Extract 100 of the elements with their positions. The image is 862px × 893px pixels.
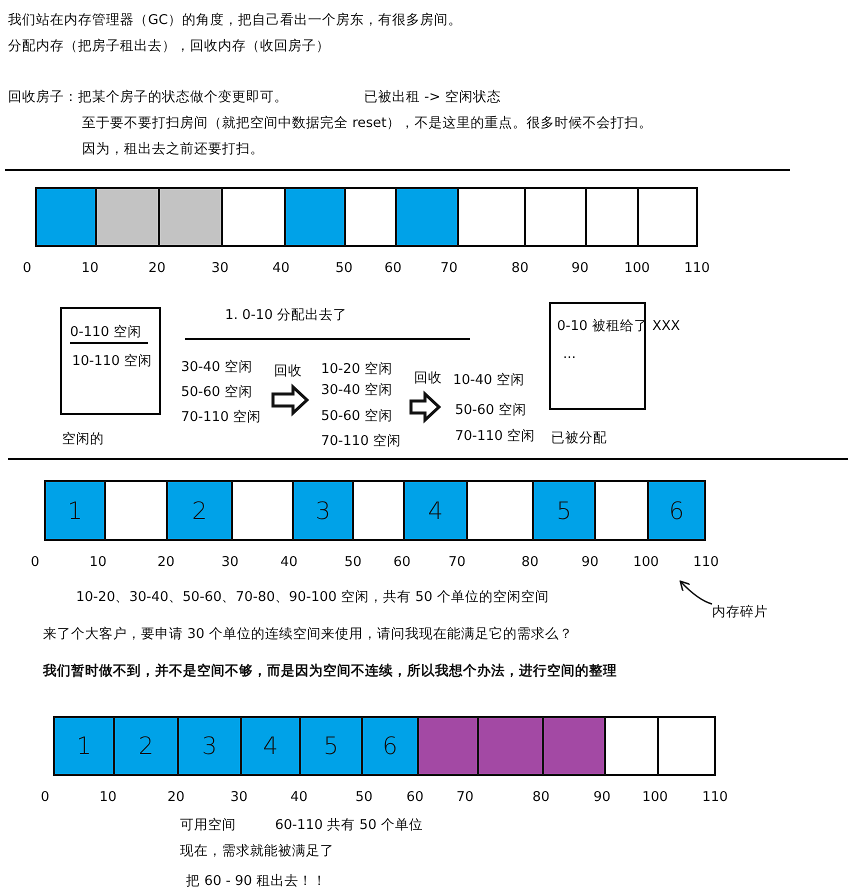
list-item: 50-60 空闲 bbox=[321, 407, 393, 426]
note-text: 至于要不要打扫房间（就把空间中数据完全 reset），不是这里的重点。很多时候不会打扫。 bbox=[82, 114, 652, 133]
used-memory-cell bbox=[647, 480, 706, 541]
tick-label: 60 bbox=[393, 553, 411, 572]
free-memory-cell bbox=[637, 187, 698, 247]
used-memory-cell bbox=[395, 187, 459, 247]
tick-label: 0 bbox=[40, 788, 50, 807]
used-memory-cell bbox=[403, 480, 468, 541]
tick-label: 10 bbox=[81, 259, 99, 278]
note-text: 分配内存（把房子租出去），回收内存（收回房子） bbox=[8, 37, 330, 56]
used-memory-cell bbox=[240, 716, 301, 776]
free-memory-cell bbox=[604, 716, 659, 776]
tick-label: 40 bbox=[272, 259, 290, 278]
cell-number: 6 bbox=[381, 731, 399, 761]
cell-number: 4 bbox=[262, 731, 280, 761]
note-text: 可用空间 bbox=[180, 816, 236, 835]
allocated-memory-cell bbox=[477, 716, 544, 776]
note-text: 10-20、30-40、50-60、70-80、90-100 空闲，共有 50 个单位的空闲空间 bbox=[76, 588, 549, 607]
card-text: 0-110 空闲 bbox=[70, 322, 148, 344]
cell-number: 3 bbox=[314, 496, 332, 526]
tick-label: 20 bbox=[167, 788, 185, 807]
cell-number: 3 bbox=[200, 731, 218, 761]
note-text: 回收房子：把某个房子的状态做个变更即可。 bbox=[8, 88, 288, 107]
cell-number: 5 bbox=[322, 731, 340, 761]
tick-label: 90 bbox=[571, 259, 589, 278]
card-text: ... bbox=[563, 345, 576, 364]
tick-label: 30 bbox=[230, 788, 248, 807]
used-memory-cell bbox=[166, 480, 233, 541]
leader-arrow bbox=[680, 580, 712, 605]
list-item: 70-110 空闲 bbox=[181, 408, 262, 427]
note-text: 60-110 共有 50 个单位 bbox=[275, 816, 423, 835]
tick-label: 80 bbox=[521, 553, 539, 572]
freed-memory-cell bbox=[158, 187, 223, 247]
used-memory-cell bbox=[44, 480, 106, 541]
used-memory-cell bbox=[113, 716, 179, 776]
tick-label: 100 bbox=[633, 553, 659, 572]
callout-text: 内存碎片 bbox=[712, 603, 768, 622]
used-memory-cell bbox=[284, 187, 346, 247]
used-memory-cell bbox=[35, 187, 97, 247]
used-memory-cell bbox=[532, 480, 596, 541]
used-memory-cell bbox=[292, 480, 354, 541]
note-text: 1. 0-10 分配出去了 bbox=[225, 306, 348, 325]
cell-number: 1 bbox=[66, 496, 84, 526]
list-item: 30-40 空闲 bbox=[181, 358, 253, 377]
free-memory-cell bbox=[524, 187, 587, 247]
list-item: 10-40 空闲 bbox=[453, 371, 525, 390]
tick-label: 50 bbox=[335, 259, 353, 278]
tick-label: 110 bbox=[693, 553, 719, 572]
list-item: 50-60 空闲 bbox=[455, 401, 527, 420]
tick-label: 30 bbox=[221, 553, 239, 572]
caption-text: 空闲的 bbox=[62, 430, 104, 449]
free-memory-cell bbox=[457, 187, 526, 247]
list-item: 10-20 空闲 bbox=[321, 360, 393, 379]
tick-label: 0 bbox=[22, 259, 32, 278]
card-text: 10-110 空闲 bbox=[72, 352, 152, 371]
tick-label: 80 bbox=[511, 259, 529, 278]
tick-label: 70 bbox=[448, 553, 466, 572]
tick-label: 60 bbox=[384, 259, 402, 278]
allocated-memory-cell bbox=[417, 716, 479, 776]
used-memory-cell bbox=[177, 716, 242, 776]
freed-memory-cell bbox=[95, 187, 160, 247]
used-memory-cell bbox=[361, 716, 419, 776]
tick-label: 90 bbox=[593, 788, 611, 807]
note-text: 现在，需求就能被满足了 bbox=[180, 842, 334, 861]
tick-label: 70 bbox=[456, 788, 474, 807]
tick-label: 60 bbox=[406, 788, 424, 807]
tick-label: 40 bbox=[290, 788, 308, 807]
used-memory-cell bbox=[299, 716, 363, 776]
tick-label: 50 bbox=[355, 788, 373, 807]
tick-label: 0 bbox=[30, 553, 40, 572]
hollow-arrow bbox=[272, 384, 310, 416]
list-item: 30-40 空闲 bbox=[321, 381, 393, 400]
note-text: 因为，租出去之前还要打扫。 bbox=[82, 140, 264, 159]
cell-number: 6 bbox=[668, 496, 686, 526]
tick-label: 70 bbox=[440, 259, 458, 278]
cell-number: 1 bbox=[75, 731, 93, 761]
cell-number: 2 bbox=[190, 496, 208, 526]
hollow-arrow bbox=[410, 390, 442, 424]
caption-text: 已被分配 bbox=[551, 429, 607, 448]
list-item: 70-110 空闲 bbox=[455, 427, 536, 446]
tick-label: 50 bbox=[344, 553, 362, 572]
tick-label: 20 bbox=[148, 259, 166, 278]
tick-label: 30 bbox=[211, 259, 229, 278]
tick-label: 80 bbox=[532, 788, 550, 807]
tick-label: 10 bbox=[99, 788, 117, 807]
tick-label: 110 bbox=[684, 259, 710, 278]
note-text: 我们暂时做不到，并不是空间不够，而是因为空间不连续，所以我想个办法，进行空间的整理 bbox=[43, 662, 617, 681]
cell-number: 4 bbox=[426, 496, 444, 526]
tick-label: 20 bbox=[157, 553, 175, 572]
note-text: 来了个大客户，要申请 30 个单位的连续空间来使用，请问我现在能满足它的需求么？ bbox=[43, 625, 573, 644]
tick-label: 90 bbox=[581, 553, 599, 572]
free-memory-cell bbox=[585, 187, 639, 247]
cell-number: 2 bbox=[137, 731, 155, 761]
allocated-memory-cell bbox=[542, 716, 606, 776]
note-text: 把 60 - 90 租出去！！ bbox=[186, 872, 326, 891]
tick-label: 100 bbox=[642, 788, 668, 807]
note-text: 我们站在内存管理器（GC）的角度，把自己看出一个房东，有很多房间。 bbox=[8, 11, 462, 30]
free-memory-cell bbox=[657, 716, 716, 776]
tick-label: 10 bbox=[89, 553, 107, 572]
tick-label: 100 bbox=[624, 259, 650, 278]
